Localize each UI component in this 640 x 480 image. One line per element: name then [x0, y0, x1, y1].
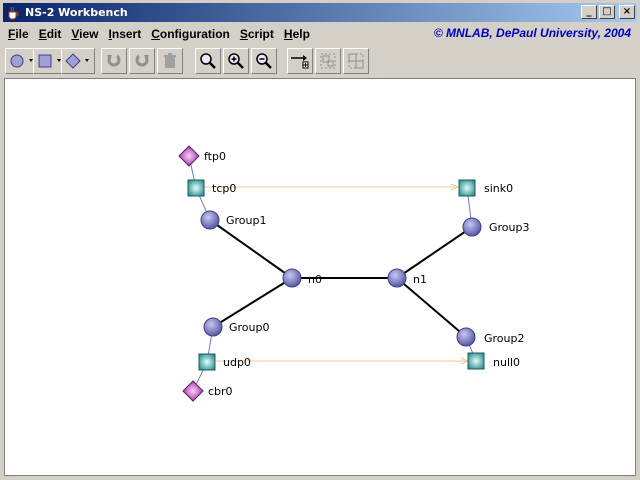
menu-view-label: iew — [79, 27, 99, 41]
undo-icon — [107, 54, 121, 67]
menu-insert-mnemonic: I — [108, 27, 112, 41]
menu-configuration-mnemonic: C — [151, 27, 160, 41]
toolbar — [3, 46, 637, 76]
trash-icon — [164, 53, 176, 68]
menu-script-mnemonic: S — [239, 27, 248, 41]
label-cbr0: cbr0 — [208, 385, 233, 398]
zoom-in-button[interactable] — [223, 48, 249, 74]
undo-button[interactable] — [101, 48, 127, 74]
app-cbr0[interactable] — [182, 380, 204, 402]
node-group2[interactable] — [456, 327, 476, 347]
group-icon — [320, 53, 336, 69]
agent-tcp0[interactable] — [187, 179, 205, 197]
menu-bar: File Edit View Insert Configuration Scri… — [3, 24, 637, 44]
menu-edit-mnemonic: E — [38, 27, 47, 41]
label-ftp0: ftp0 — [204, 150, 226, 163]
menu-view-mnemonic: V — [71, 27, 80, 41]
app-tool-button[interactable] — [61, 48, 95, 74]
redo-icon — [135, 54, 149, 67]
app-ftp0[interactable] — [178, 145, 200, 167]
close-button[interactable]: × — [619, 5, 635, 19]
node-group1[interactable] — [200, 210, 220, 230]
ungroup-button[interactable] — [343, 48, 369, 74]
agent-null0[interactable] — [467, 352, 485, 370]
menu-edit-label: dit — [46, 27, 62, 41]
menu-file-label: ile — [15, 27, 29, 41]
label-null0: null0 — [493, 356, 521, 369]
zoom-in-icon — [228, 53, 244, 69]
link-group1-n0[interactable] — [209, 219, 293, 279]
title-bar[interactable]: NS-2 Workbench _ □ × — [3, 3, 637, 22]
app-tool-icon — [65, 53, 89, 69]
zoom-button[interactable] — [195, 48, 221, 74]
menu-edit[interactable]: Edit — [34, 27, 67, 41]
zoom-out-icon — [256, 53, 272, 69]
menu-help-mnemonic: H — [283, 27, 293, 41]
delete-button[interactable] — [157, 48, 183, 74]
minimize-button[interactable]: _ — [581, 5, 597, 19]
label-n1: n1 — [413, 273, 427, 286]
menu-help-label: elp — [292, 27, 310, 41]
agent-sink0[interactable] — [458, 179, 476, 197]
menu-help[interactable]: Help — [279, 27, 315, 41]
label-tcp0: tcp0 — [212, 182, 237, 195]
menu-insert[interactable]: Insert — [104, 27, 147, 41]
menu-configuration[interactable]: Configuration — [146, 27, 235, 41]
link-n1-group3[interactable] — [396, 226, 473, 279]
label-n0: n0 — [308, 273, 322, 286]
label-group3: Group3 — [489, 221, 530, 234]
copyright-text: © MNLAB, DePaul University, 2004 — [433, 26, 631, 40]
node-group0[interactable] — [203, 317, 223, 337]
label-group0: Group0 — [229, 321, 270, 334]
label-group1: Group1 — [226, 214, 267, 227]
label-sink0: sink0 — [484, 182, 514, 195]
agent-tool-icon — [38, 54, 61, 68]
group-button[interactable] — [315, 48, 341, 74]
menu-view[interactable]: View — [66, 27, 103, 41]
maximize-button[interactable]: □ — [599, 5, 615, 19]
menu-file[interactable]: File — [3, 27, 34, 41]
node-group3[interactable] — [462, 217, 482, 237]
menu-configuration-label: onfiguration — [159, 27, 230, 41]
zoom-out-button[interactable] — [251, 48, 277, 74]
add-link-button[interactable] — [287, 48, 313, 74]
magnifier-icon — [200, 53, 216, 69]
link-arrow-icon — [291, 55, 309, 69]
java-cup-icon — [5, 5, 21, 21]
link-n0-group0[interactable] — [212, 277, 293, 328]
agent-udp0[interactable] — [198, 353, 216, 371]
ungroup-icon — [348, 53, 364, 69]
redo-button[interactable] — [129, 48, 155, 74]
link-n1-group2[interactable] — [396, 277, 467, 338]
menu-file-mnemonic: F — [8, 27, 16, 41]
window-title: NS-2 Workbench — [25, 6, 128, 19]
node-n0[interactable] — [282, 268, 302, 288]
menu-script[interactable]: Script — [235, 27, 279, 41]
topology-canvas[interactable]: ftp0 tcp0 Group1 sink0 Group3 n0 n1 Grou… — [4, 78, 636, 476]
node-tool-icon — [10, 54, 33, 68]
topology-drawing — [178, 145, 485, 402]
label-udp0: udp0 — [223, 356, 251, 369]
connection-arrow-tcp0-sink0 — [450, 183, 460, 191]
node-n1[interactable] — [387, 268, 407, 288]
label-group2: Group2 — [484, 332, 525, 345]
menu-insert-label: nsert — [111, 27, 142, 41]
menu-script-label: cript — [247, 27, 274, 41]
